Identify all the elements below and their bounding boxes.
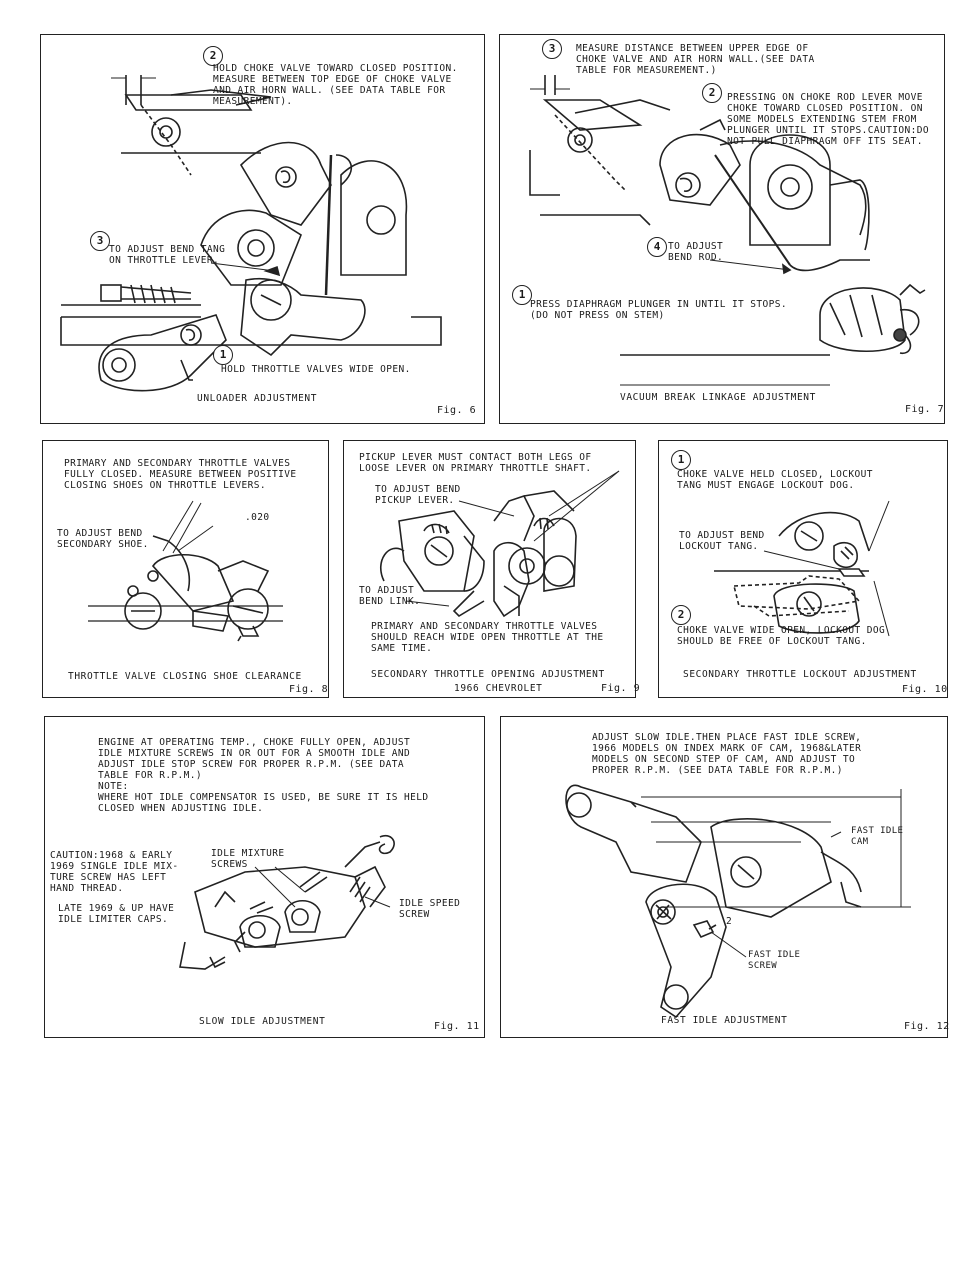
figure-number: Fig. 12 [904,1021,950,1032]
lockout-diagram [714,500,890,637]
tang-text: TO ADJUST BEND LOCKOUT TANG. [679,530,765,552]
panel-vacuum-break-linkage: 3 MEASURE DISTANCE BETWEEN UPPER EDGE OF… [499,34,945,424]
step-1-text: CHOKE VALVE HELD CLOSED, LOCKOUT TANG MU… [677,469,873,491]
cam-step-label: 2 [726,916,733,927]
intro-text: ADJUST SLOW IDLE.THEN PLACE FAST IDLE SC… [592,732,862,776]
caption: FAST IDLE ADJUSTMENT [661,1015,788,1026]
note-text: PRIMARY AND SECONDARY THROTTLE VALVES SH… [371,621,604,654]
callout-2: 2 [203,46,223,66]
step-1-text: PRESS DIAPHRAGM PLUNGER IN UNTIL IT STOP… [530,299,788,321]
intro-text: PICKUP LEVER MUST CONTACT BOTH LEGS OF L… [359,452,592,474]
panel-fast-idle-adjustment: ADJUST SLOW IDLE.THEN PLACE FAST IDLE SC… [500,716,950,1038]
mixture-label: IDLE MIXTURE SCREWS [211,848,285,870]
caption: THROTTLE VALVE CLOSING SHOE CLEARANCE [68,671,302,682]
screw-label: FAST IDLE SCREW [748,950,801,971]
figure-number: Fig. 9 [601,683,641,694]
step-3-text: MEASURE DISTANCE BETWEEN UPPER EDGE OF C… [576,43,815,76]
cam-label: FAST IDLE CAM [851,826,904,847]
step-3-text: TO ADJUST BEND TANG ON THROTTLE LEVER. [109,244,226,266]
step-1-text: HOLD THROTTLE VALVES WIDE OPEN. [221,364,411,375]
panel-secondary-throttle-lockout: 1 CHOKE VALVE HELD CLOSED, LOCKOUT TANG … [658,440,948,698]
intro-text: PRIMARY AND SECONDARY THROTTLE VALVES FU… [64,458,297,491]
pickup-text: TO ADJUST BEND PICKUP LEVER. [375,484,461,506]
figure-number: Fig. 7 [905,404,945,415]
caption: SECONDARY THROTTLE LOCKOUT ADJUSTMENT [683,669,917,680]
caution-text: CAUTION:1968 & EARLY 1969 SINGLE IDLE MI… [50,850,179,894]
intro-text: ENGINE AT OPERATING TEMP., CHOKE FULLY O… [98,737,429,814]
subcaption: 1966 CHEVROLET [454,683,543,694]
callout-1: 1 [213,345,233,365]
panel-throttle-valve-closing-shoe: PRIMARY AND SECONDARY THROTTLE VALVES FU… [42,440,329,698]
caption: UNLOADER ADJUSTMENT [197,393,318,404]
throttle-opening-diagram [379,470,620,618]
closing-shoe-diagram [88,500,283,642]
figure-number: Fig. 8 [289,684,329,695]
caption: VACUUM BREAK LINKAGE ADJUSTMENT [620,392,816,403]
step-2-text: HOLD CHOKE VALVE TOWARD CLOSED POSITION.… [213,63,458,107]
figure-number: Fig. 11 [434,1021,480,1032]
panel-unloader-adjustment: 2 HOLD CHOKE VALVE TOWARD CLOSED POSITIO… [40,34,485,424]
vacuum-break-diagram [529,75,926,386]
step-4-text: TO ADJUST BEND ROD. [668,241,724,263]
caption: SLOW IDLE ADJUSTMENT [199,1016,326,1027]
link-text: TO ADJUST BEND LINK. [359,585,421,607]
panel-slow-idle-adjustment: ENGINE AT OPERATING TEMP., CHOKE FULLY O… [44,716,485,1038]
limiter-text: LATE 1969 & UP HAVE IDLE LIMITER CAPS. [58,903,175,925]
gauge-value: .020 [245,512,270,523]
caption: SECONDARY THROTTLE OPENING ADJUSTMENT [371,669,605,680]
panel-secondary-throttle-opening: PICKUP LEVER MUST CONTACT BOTH LEGS OF L… [343,440,640,698]
callout-3: 3 [542,39,562,59]
speed-label: IDLE SPEED SCREW [399,898,461,920]
callout-1: 1 [671,450,691,470]
step-2-text: CHOKE VALVE WIDE OPEN, LOCKOUT DOG SHOUL… [677,625,886,647]
bend-text: TO ADJUST BEND SECONDARY SHOE. [57,528,149,550]
callout-2: 2 [702,83,722,103]
unloader-diagram [60,75,442,392]
callout-3: 3 [90,231,110,251]
figure-number: Fig. 6 [437,405,477,416]
callout-1: 1 [512,285,532,305]
callout-2: 2 [671,605,691,625]
slow-idle-diagram [179,834,395,970]
figure-number: Fig. 10 [902,684,948,695]
callout-4: 4 [647,237,667,257]
step-2-text: PRESSING ON CHOKE ROD LEVER MOVE CHOKE T… [727,92,929,147]
fast-idle-diagram [565,784,911,1019]
